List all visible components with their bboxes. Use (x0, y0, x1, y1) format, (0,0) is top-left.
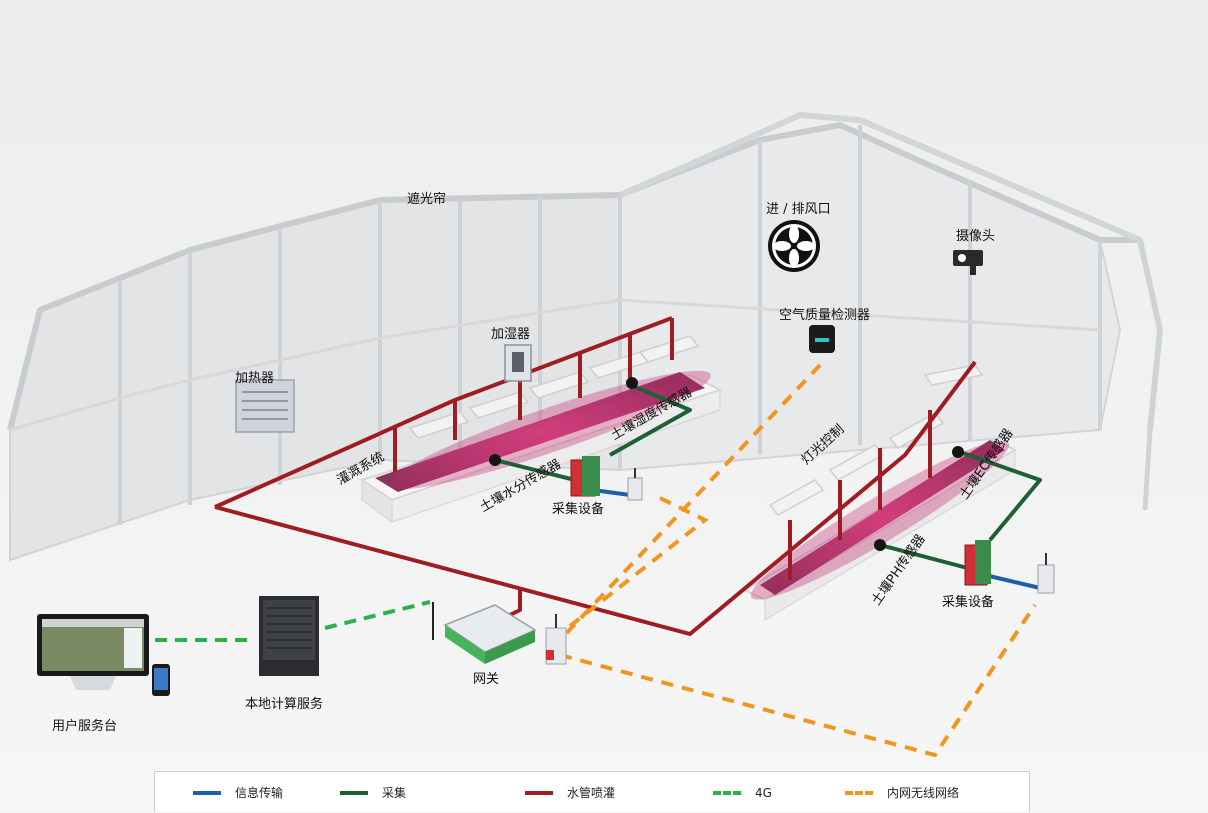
label-gateway: 网关 (473, 672, 499, 687)
label-humidifier: 加湿器 (491, 327, 530, 342)
irrigation-pipes (214, 316, 977, 636)
label-shade-curtain: 遮光帘 (407, 191, 446, 207)
legend-item: 4G (713, 772, 772, 813)
4g-links (155, 600, 431, 642)
heater-device (235, 379, 295, 433)
planting-bed-left (359, 370, 723, 523)
label-collector-2: 采集设备 (942, 594, 994, 610)
grow-lights-left (408, 335, 700, 439)
label-camera: 摄像头 (956, 229, 995, 244)
legend-label: 采集 (382, 786, 407, 800)
collector-device-2 (964, 540, 1055, 594)
legend-swatch (845, 790, 873, 795)
label-user-desk: 用户服务台 (52, 718, 117, 734)
camera-icon (953, 250, 983, 275)
legend-label: 信息传输 (235, 786, 284, 800)
server-device (259, 596, 319, 676)
greenhouse-structure (7, 112, 1163, 562)
legend-label: 4G (755, 785, 772, 800)
label-local-compute: 本地计算服务 (245, 696, 323, 712)
soil-sensors (489, 377, 964, 551)
collection-lines (494, 383, 1042, 572)
label-heater: 加热器 (235, 371, 274, 386)
legend-item: 水管喷灌 (525, 772, 615, 813)
legend-swatch (525, 790, 553, 795)
legend-label: 内网无线网络 (887, 786, 960, 800)
gateway-device (432, 602, 537, 664)
user-monitor (37, 614, 149, 690)
legend-item: 采集 (340, 772, 406, 813)
air-quality-device (809, 325, 835, 353)
planting-bed-right (742, 438, 1018, 621)
legend-swatch (193, 790, 221, 795)
legend: 信息传输 采集 水管喷灌 4G 内网无线网络 (154, 771, 1030, 812)
plants-left (375, 372, 705, 492)
phone-icon (152, 664, 170, 696)
legend-item: 内网无线网络 (845, 772, 959, 813)
label-air-quality: 空气质量检测器 (779, 307, 870, 323)
wireless-module (545, 614, 567, 665)
label-collector-1: 采集设备 (552, 501, 604, 517)
plants-right (760, 440, 1005, 595)
legend-label: 水管喷灌 (567, 786, 616, 800)
legend-swatch (340, 790, 368, 795)
humidifier-device (504, 344, 532, 382)
legend-item: 信息传输 (193, 772, 283, 813)
collector-device-1 (570, 456, 643, 501)
fan-icon (768, 220, 820, 272)
label-fan: 进 / 排风口 (766, 202, 831, 217)
legend-swatch (713, 790, 741, 795)
intranet-links (558, 363, 1037, 758)
